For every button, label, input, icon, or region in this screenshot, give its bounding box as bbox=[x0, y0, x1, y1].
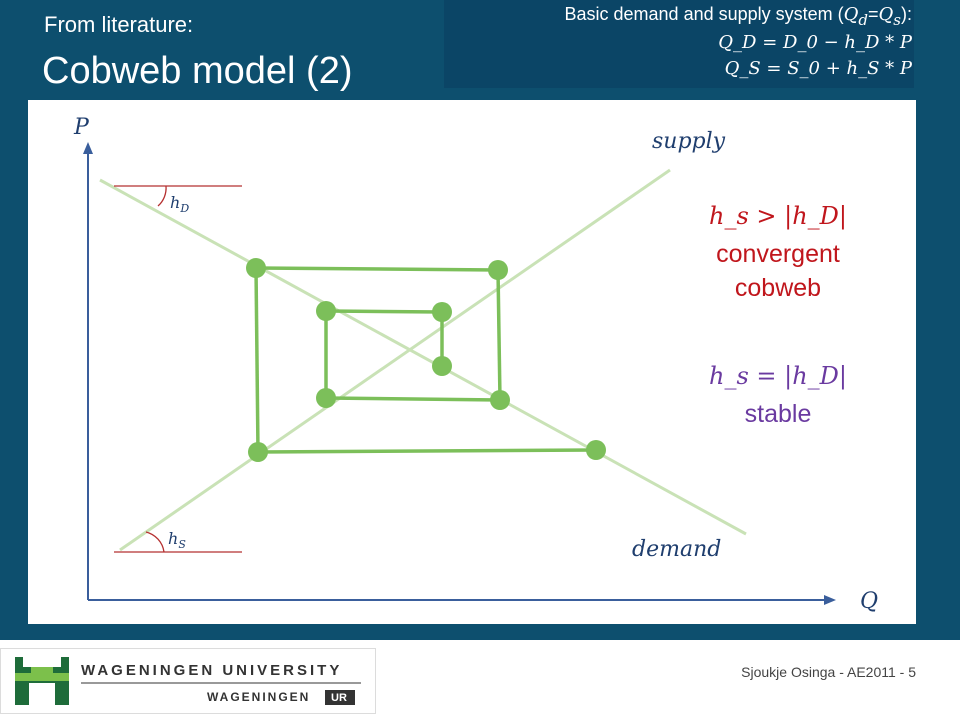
equation-box bbox=[444, 0, 914, 88]
hS-label: hS bbox=[168, 529, 186, 551]
hD-angle-arc bbox=[157, 185, 167, 207]
cobweb-point bbox=[488, 260, 508, 280]
cobweb-diagram: P Q supply demand hD hS h bbox=[73, 115, 878, 614]
wur-logo-icon: WAGENINGEN UNIVERSITY WAGENINGEN UR bbox=[15, 657, 361, 705]
axis-x-label: Q bbox=[860, 589, 878, 614]
logo-top-text: WAGENINGEN UNIVERSITY bbox=[81, 662, 342, 679]
supply-label: supply bbox=[652, 129, 726, 154]
hD-label: hD bbox=[170, 193, 189, 215]
convergent-condition: h_s > |h_D| bbox=[709, 202, 847, 231]
slide-subtitle: From literature: bbox=[44, 12, 194, 37]
convergent-text-2: cobweb bbox=[735, 274, 821, 302]
cobweb-point bbox=[432, 356, 452, 376]
equation-demand: Q_D = D_0 − h_D * P bbox=[718, 32, 912, 53]
cobweb-point bbox=[490, 390, 510, 410]
cobweb-point bbox=[248, 442, 268, 462]
cobweb-point bbox=[432, 302, 452, 322]
cobweb-point bbox=[586, 440, 606, 460]
logo-ur-text: UR bbox=[331, 692, 347, 704]
supply-line bbox=[119, 168, 671, 552]
cobweb-segment bbox=[257, 448, 597, 454]
equation-supply: Q_S = S_0 + h_S * P bbox=[724, 58, 912, 79]
logo-bottom-text: WAGENINGEN bbox=[207, 690, 310, 704]
convergent-text-1: convergent bbox=[716, 240, 840, 268]
demand-line bbox=[99, 178, 747, 536]
cobweb-point bbox=[316, 301, 336, 321]
diagram-panel: P Q supply demand hD hS h bbox=[28, 100, 916, 624]
cobweb-segment bbox=[496, 269, 502, 401]
cobweb-segment bbox=[325, 309, 443, 314]
stable-condition: h_s = |h_D| bbox=[709, 362, 847, 391]
cobweb-point bbox=[316, 388, 336, 408]
slide-title: Cobweb model (2) bbox=[42, 50, 353, 92]
demand-label: demand bbox=[632, 537, 721, 562]
cobweb-segment bbox=[254, 267, 260, 453]
axis-y-label: P bbox=[73, 115, 90, 140]
stable-text: stable bbox=[745, 400, 812, 428]
footer-credit: Sjoukje Osinga - AE2011 - 5 bbox=[741, 664, 916, 680]
footer bbox=[0, 640, 960, 720]
x-axis-arrow bbox=[824, 595, 836, 605]
cobweb-segment bbox=[325, 396, 501, 402]
equation-intro: Basic demand and supply system (Qd=Qs): bbox=[564, 4, 913, 29]
cobweb-point bbox=[246, 258, 266, 278]
cobweb-segment bbox=[255, 266, 499, 272]
y-axis-arrow bbox=[83, 142, 93, 154]
hS-angle-arc bbox=[145, 531, 165, 553]
university-logo: WAGENINGEN UNIVERSITY WAGENINGEN UR bbox=[0, 648, 376, 714]
